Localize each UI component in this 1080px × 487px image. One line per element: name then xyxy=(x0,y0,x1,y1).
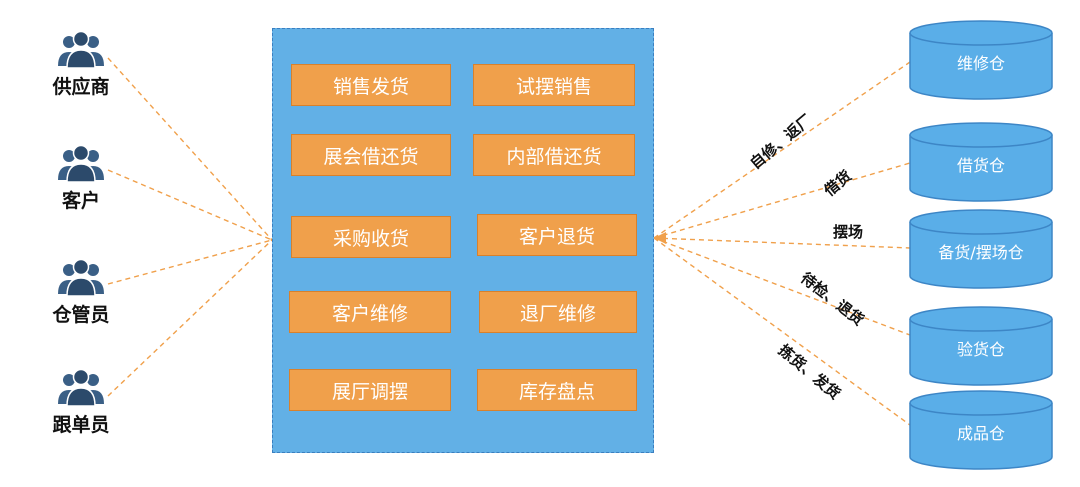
warehouse-stock-display: 备货/摆场仓 xyxy=(909,209,1053,289)
connector-display xyxy=(653,237,911,249)
connector-inspect xyxy=(653,237,911,336)
warehouse-finished: 成品仓 xyxy=(909,390,1053,470)
function-box: 客户退货 xyxy=(477,214,637,256)
function-box: 展会借还货 xyxy=(291,134,451,176)
function-box: 客户维修 xyxy=(289,291,451,333)
connector-customer xyxy=(107,169,273,241)
people-group-icon xyxy=(58,30,104,69)
function-box: 展厅调摆 xyxy=(289,369,451,411)
actor-warehouse-keeper: 仓管员 xyxy=(36,258,126,327)
database-cylinder-icon xyxy=(909,209,1053,289)
people-group-icon xyxy=(58,258,104,297)
warehouse-label: 借货仓 xyxy=(956,156,1005,175)
database-cylinder-icon xyxy=(909,306,1053,386)
actor-customer: 客户 xyxy=(36,144,126,213)
arrowhead-right xyxy=(654,232,666,244)
connector-repair xyxy=(653,61,911,239)
connector-warehouse-keeper xyxy=(107,239,273,285)
database-cylinder-icon xyxy=(909,20,1053,100)
actor-label: 供应商 xyxy=(52,76,110,98)
people-group-icon xyxy=(58,144,104,183)
people-group-icon xyxy=(58,368,104,407)
actor-supplier: 供应商 xyxy=(36,30,126,99)
function-box: 退厂维修 xyxy=(479,291,637,333)
actor-label: 跟单员 xyxy=(52,414,110,436)
database-cylinder-icon xyxy=(909,122,1053,202)
function-box: 试摆销售 xyxy=(473,64,635,106)
warehouse-repair: 维修仓 xyxy=(909,20,1053,100)
function-box: 采购收货 xyxy=(291,216,451,258)
function-box: 内部借还货 xyxy=(473,134,635,176)
connector-finished xyxy=(653,237,911,426)
warehouse-label: 成品仓 xyxy=(956,424,1005,443)
function-panel: 销售发货 试摆销售 展会借还货 内部借还货 采购收货 客户退货 客户维修 退厂维… xyxy=(272,28,654,453)
actor-label: 仓管员 xyxy=(52,304,110,326)
warehouse-label: 备货/摆场仓 xyxy=(938,243,1024,262)
warehouse-inspection: 验货仓 xyxy=(909,306,1053,386)
warehouse-label: 维修仓 xyxy=(956,54,1005,73)
actor-label: 客户 xyxy=(61,190,100,212)
connector-supplier xyxy=(107,57,273,241)
connector-merchandiser xyxy=(107,239,273,397)
function-box: 库存盘点 xyxy=(477,369,637,411)
warehouse-label: 验货仓 xyxy=(956,340,1005,359)
warehouse-borrow: 借货仓 xyxy=(909,122,1053,202)
edge-label-display: 摆场 xyxy=(833,223,864,241)
connector-borrow xyxy=(653,162,911,239)
database-cylinder-icon xyxy=(909,390,1053,470)
function-box: 销售发货 xyxy=(291,64,451,106)
actor-merchandiser: 跟单员 xyxy=(36,368,126,437)
